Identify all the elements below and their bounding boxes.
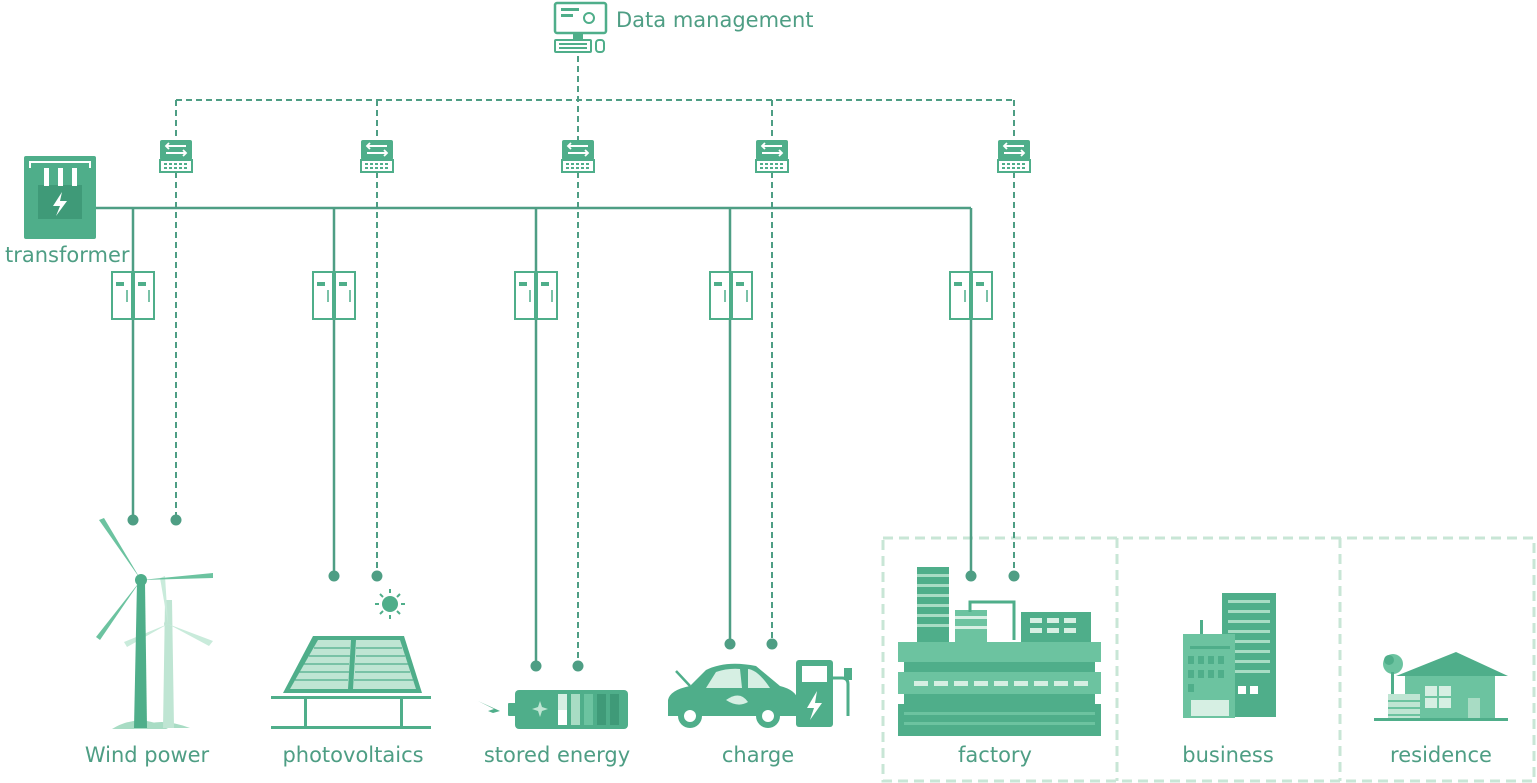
transformer-label: transformer xyxy=(5,243,130,267)
connection-dots xyxy=(127,514,1020,672)
computer-icon xyxy=(553,1,608,53)
residence-label: residence xyxy=(1390,743,1492,767)
factory-icon xyxy=(898,567,1101,736)
electric-car-icon xyxy=(668,663,798,728)
charge-label: charge xyxy=(721,743,795,767)
wind-turbine-icon xyxy=(96,518,213,729)
factory-label: factory xyxy=(958,743,1032,767)
charging-pile-icon xyxy=(796,660,852,727)
stored-energy-label: stored energy xyxy=(483,743,631,767)
wind-power-label: Wind power xyxy=(84,743,210,767)
breaker-cabinet-icon xyxy=(111,271,993,320)
business-label: business xyxy=(1182,743,1274,767)
solar-panel-icon xyxy=(271,589,431,729)
office-building-icon xyxy=(1183,593,1276,718)
photovoltaics-label: photovoltaics xyxy=(282,743,424,767)
page-title: Data management xyxy=(616,8,814,32)
communication-network xyxy=(175,56,1015,666)
house-icon xyxy=(1374,652,1508,721)
load-group-box xyxy=(881,536,1536,783)
transformer-icon xyxy=(24,156,96,239)
network-switch-icon xyxy=(159,139,1031,173)
battery-icon xyxy=(478,690,628,729)
